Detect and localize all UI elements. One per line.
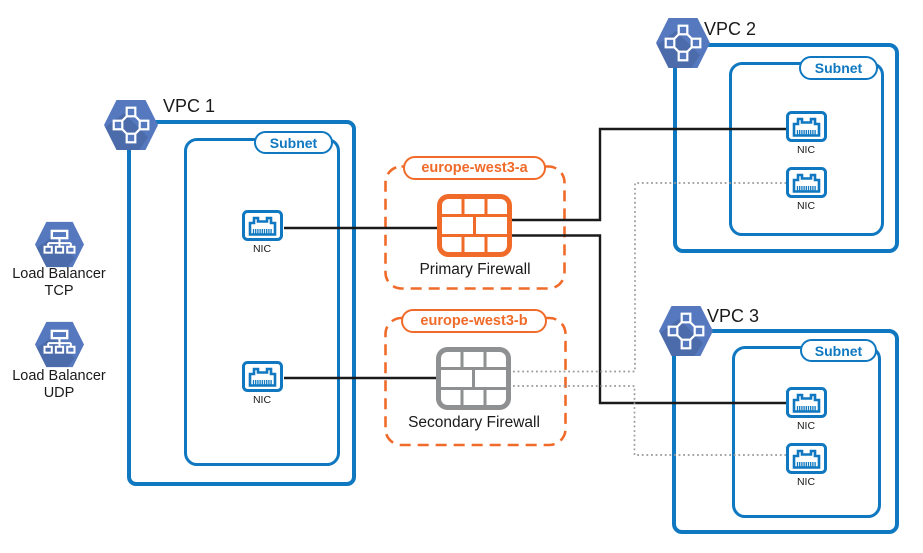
vpc3-box xyxy=(672,329,899,534)
link-secondary-firewall-vpc3nic2 xyxy=(513,385,786,456)
vpc3-nic2-icon xyxy=(786,443,827,474)
vpc1-title: VPC 1 xyxy=(163,96,216,116)
load-balancer-udp-icon xyxy=(33,320,86,369)
zone-a-pill: europe-west3-a xyxy=(403,156,546,180)
link-primary-firewall-vpc2nic1 xyxy=(512,127,786,222)
load-balancer-udp-name: Load Balancer xyxy=(12,368,106,384)
vpc2-nic1-icon xyxy=(786,111,827,142)
secondary-firewall-label: Secondary Firewall xyxy=(408,414,540,431)
vpc2-nic2-icon xyxy=(786,167,827,198)
vpc1-nic2-icon xyxy=(242,361,283,392)
vpc2-title: VPC 2 xyxy=(704,19,757,39)
vpc3-subnet-label: Subnet xyxy=(814,342,863,359)
vpc2-subnet-label: Subnet xyxy=(814,60,863,76)
load-balancer-tcp-icon xyxy=(33,220,86,269)
vpc3-nic1-label: NIC xyxy=(796,420,816,432)
load-balancer-tcp-label: Load Balancer TCP xyxy=(0,266,118,300)
vpc3-nic2-label: NIC xyxy=(796,476,816,488)
vpc1-icon xyxy=(102,98,160,152)
link-primary-firewall-vpc3nic1 xyxy=(512,234,786,405)
primary-firewall-label: Primary Firewall xyxy=(419,261,531,278)
vpc1-nic2-label: NIC xyxy=(252,394,272,406)
zone-b-name: europe-west3-b xyxy=(420,313,528,329)
vpc2-subnet-pill: Subnet xyxy=(799,56,878,80)
zone-b-pill: europe-west3-b xyxy=(401,309,547,333)
vpc2-nic2-label: NIC xyxy=(796,200,816,212)
link-secondary-firewall-vpc2nic2 xyxy=(513,182,786,373)
load-balancer-udp-label: Load Balancer UDP xyxy=(0,368,118,402)
primary-firewall-icon xyxy=(437,194,512,257)
load-balancer-udp-protocol: UDP xyxy=(43,385,75,401)
vpc3-nic1-icon xyxy=(786,387,827,418)
load-balancer-tcp-protocol: TCP xyxy=(44,283,74,299)
secondary-firewall-icon xyxy=(436,347,511,410)
vpc1-subnet-label: Subnet xyxy=(269,134,318,151)
vpc3-title: VPC 3 xyxy=(707,306,760,326)
vpc1-box xyxy=(127,120,356,486)
zone-a-name: europe-west3-a xyxy=(421,160,528,176)
vpc1-nic1-label: NIC xyxy=(252,243,272,255)
load-balancer-tcp-name: Load Balancer xyxy=(12,266,106,282)
vpc1-nic1-icon xyxy=(242,210,283,241)
vpc2-box xyxy=(673,43,899,253)
vpc1-subnet-pill: Subnet xyxy=(254,131,333,154)
vpc3-subnet-pill: Subnet xyxy=(800,339,877,362)
vpc2-nic1-label: NIC xyxy=(796,144,816,156)
